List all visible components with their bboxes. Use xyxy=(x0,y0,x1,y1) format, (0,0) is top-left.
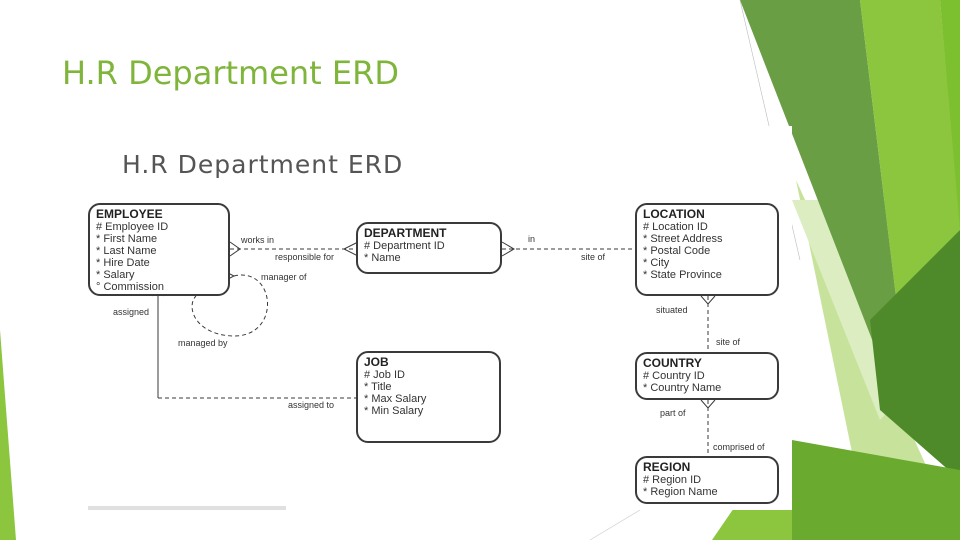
crowfoot-icon xyxy=(700,399,716,409)
right-accent-bright xyxy=(940,0,960,230)
attribute: * Country Name xyxy=(643,382,722,394)
left-accent-shape xyxy=(0,330,16,540)
attribute: * First Name xyxy=(96,233,158,245)
attribute: * Last Name xyxy=(96,245,157,257)
attribute: * Postal Code xyxy=(643,245,711,257)
entity-location: LOCATION # Location ID * Street Address … xyxy=(635,203,779,296)
right-accent-dark xyxy=(870,230,960,480)
attribute: # Employee ID xyxy=(96,221,169,233)
horizontal-scrollbar[interactable] xyxy=(88,506,286,510)
attribute: * Name xyxy=(364,252,401,264)
crowfoot-icon xyxy=(501,241,515,257)
rel-label-situated: situated xyxy=(656,305,688,315)
rel-label-site-of-dept: site of xyxy=(581,252,606,262)
erd-diagram: H.R Department ERD EMPLOYEE # E xyxy=(86,126,792,510)
attribute: * Max Salary xyxy=(364,393,427,405)
attribute: # Region ID xyxy=(643,474,702,486)
entity-country: COUNTRY # Country ID * Country Name xyxy=(635,352,779,400)
attribute: * State Province xyxy=(643,269,722,281)
attribute: * City xyxy=(643,257,670,269)
entity-name: COUNTRY xyxy=(643,356,702,370)
attribute: # Location ID xyxy=(643,221,708,233)
slide-title: H.R Department ERD xyxy=(62,54,399,92)
attribute: # Country ID xyxy=(643,370,705,382)
rel-label-assigned-to: assigned to xyxy=(288,400,335,410)
relationship-lines xyxy=(151,241,716,456)
attribute: * Title xyxy=(364,381,392,393)
rel-label-assigned: assigned xyxy=(113,307,150,317)
attribute: # Job ID xyxy=(364,369,405,381)
erd-heading: H.R Department ERD xyxy=(122,150,404,179)
attribute: * Min Salary xyxy=(364,405,424,417)
right-accent-mid xyxy=(740,0,900,360)
entity-employee: EMPLOYEE # Employee ID * First Name * La… xyxy=(88,203,230,296)
rel-label-comprised-of: comprised of xyxy=(713,442,765,452)
attribute: * Street Address xyxy=(643,233,723,245)
entity-name: REGION xyxy=(643,460,691,474)
entity-name: JOB xyxy=(364,355,389,369)
right-accent-lower xyxy=(760,440,960,540)
rel-label-part-of: part of xyxy=(660,408,686,418)
crowfoot-icon xyxy=(229,241,241,257)
attribute: ° Commission xyxy=(96,281,164,293)
rel-manager-loop xyxy=(191,274,268,337)
attribute: * Region Name xyxy=(643,486,718,498)
entity-name: EMPLOYEE xyxy=(96,207,163,221)
entity-department: DEPARTMENT # Department ID * Name xyxy=(356,222,502,274)
entity-name: LOCATION xyxy=(643,207,705,221)
rel-label-manager-of: manager of xyxy=(261,272,307,282)
rel-label-responsible-for: responsible for xyxy=(275,252,335,262)
entity-job: JOB # Job ID * Title * Max Salary * Min … xyxy=(356,351,501,443)
entity-name: DEPARTMENT xyxy=(364,226,447,240)
rel-label-in: in xyxy=(528,234,536,244)
attribute: * Hire Date xyxy=(96,257,150,269)
rel-label-managed-by: managed by xyxy=(178,338,228,348)
rel-label-site-of-country: site of xyxy=(716,337,741,347)
entity-region: REGION # Region ID * Region Name xyxy=(635,456,779,504)
attribute: # Department ID xyxy=(364,240,445,252)
crowfoot-icon xyxy=(700,295,716,305)
attribute: * Salary xyxy=(96,269,135,281)
crowfoot-icon xyxy=(342,241,359,257)
rel-label-works-in: works in xyxy=(241,235,275,245)
